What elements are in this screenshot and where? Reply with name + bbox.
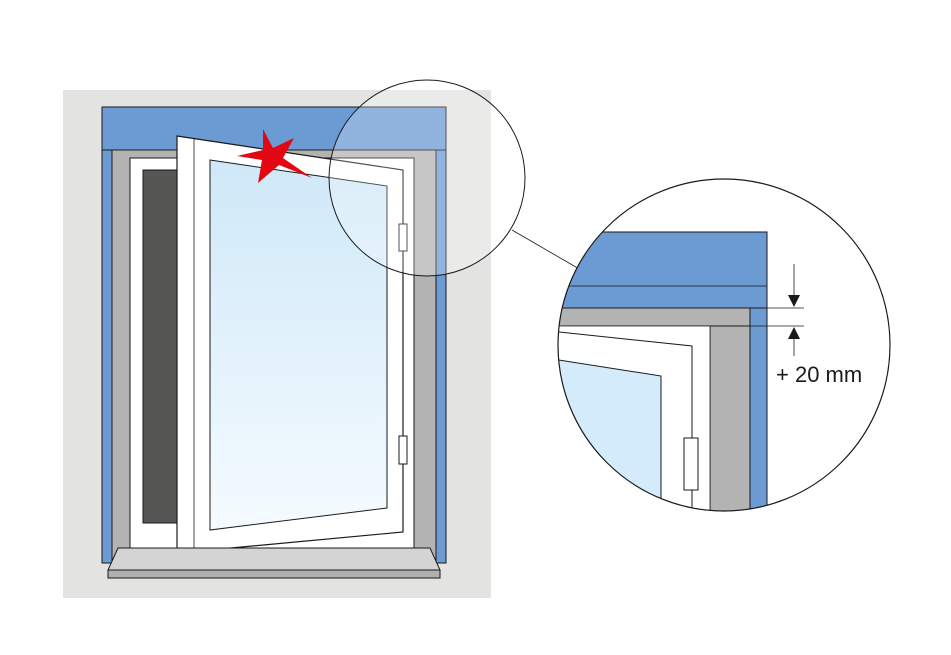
hinge-icon — [398, 223, 408, 252]
hinge-icon — [398, 435, 408, 465]
magnifier-source-circle — [328, 79, 526, 277]
dim-arrow-up — [788, 327, 800, 339]
left-blue-jamb — [101, 149, 113, 564]
zoom-circle — [557, 178, 891, 512]
dim-arrow-down — [788, 295, 800, 307]
red-star-icon — [237, 129, 312, 183]
zoom-blue-jamb — [749, 307, 768, 511]
window-sill-front — [107, 569, 441, 579]
sash-glass — [209, 159, 388, 531]
magnifier-connector — [511, 229, 582, 271]
zoom-frame-top — [558, 307, 751, 327]
zoom-lintel — [558, 231, 768, 309]
zoom-detail — [558, 179, 890, 511]
zoom-sash-glass — [558, 356, 662, 511]
dark-glass-pane — [142, 169, 182, 524]
hinge-icon — [683, 437, 699, 491]
window-sill — [107, 547, 441, 571]
zoom-frame-right — [709, 325, 751, 511]
clearance-label: + 20 mm — [776, 362, 862, 387]
